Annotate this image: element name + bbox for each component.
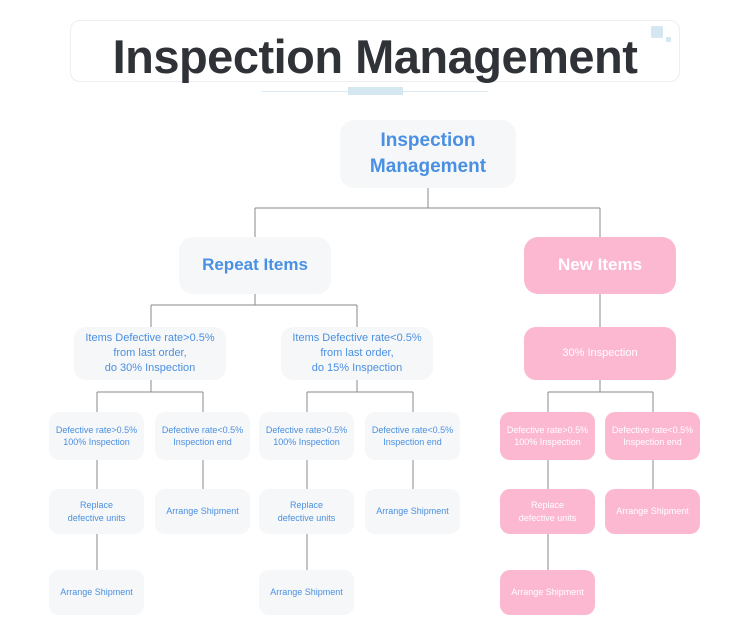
node-new-items-30-percent-inspection[interactable]: 30% Inspection (524, 327, 676, 380)
node-l4-defective-high-1[interactable]: Defective rate>0.5% 100% Inspection (49, 412, 144, 460)
node-l5-replace-defective-1[interactable]: Replace defective units (49, 489, 144, 534)
node-line-1: Defective rate<0.5% (161, 424, 244, 435)
node-l4-defective-high-new[interactable]: Defective rate>0.5% 100% Inspection (500, 412, 595, 460)
node-l6-arrange-shipment-1[interactable]: Arrange Shipment (49, 570, 144, 615)
node-repeat-items[interactable]: Repeat Items (179, 237, 331, 294)
node-label: Repeat Items (202, 255, 308, 275)
node-line-1: Replace (289, 500, 323, 511)
node-line-1: Items Defective rate<0.5% (292, 332, 422, 345)
node-line-2: 100% Inspection (514, 437, 581, 447)
node-l5-arrange-shipment-2[interactable]: Arrange Shipment (365, 489, 460, 534)
node-line-2: defective units (518, 512, 577, 523)
node-line-1: 30% Inspection (562, 347, 638, 360)
node-l4-defective-low-1[interactable]: Defective rate<0.5% Inspection end (155, 412, 250, 460)
node-line-3: do 15% Inspection (311, 361, 403, 374)
title-divider-accent (348, 87, 403, 95)
node-line-2: defective units (67, 512, 126, 523)
node-line-2: from last order, (113, 347, 187, 360)
node-line-1: Replace (530, 500, 564, 511)
node-line-2: 100% Inspection (273, 437, 340, 447)
node-label: New Items (557, 255, 643, 275)
node-l6-arrange-shipment-2[interactable]: Arrange Shipment (259, 570, 354, 615)
node-line-2: 100% Inspection (63, 437, 130, 447)
node-repeat-low-defect-rule[interactable]: Items Defective rate<0.5% from last orde… (281, 327, 433, 380)
node-line-3: do 30% Inspection (104, 361, 196, 374)
node-line-1: Items Defective rate>0.5% (85, 332, 215, 345)
node-line-2: Management (369, 156, 487, 177)
node-line-2: Inspection end (623, 437, 682, 447)
node-line-1: Arrange Shipment (616, 506, 689, 517)
node-line-1: Defective rate<0.5% (371, 424, 454, 435)
page-title: Inspection Management (112, 30, 638, 83)
node-line-2: Inspection end (383, 437, 442, 447)
node-repeat-high-defect-rule[interactable]: Items Defective rate>0.5% from last orde… (74, 327, 226, 380)
node-l6-arrange-shipment-new[interactable]: Arrange Shipment (500, 570, 595, 615)
node-inspection-management-root[interactable]: Inspection Management (340, 120, 516, 188)
node-line-1: Arrange Shipment (511, 587, 584, 598)
node-line-1: Arrange Shipment (166, 506, 239, 517)
node-line-1: Defective rate>0.5% (265, 424, 348, 435)
node-line-1: Defective rate<0.5% (611, 424, 694, 435)
node-line-1: Defective rate>0.5% (506, 424, 589, 435)
node-line-2: defective units (277, 512, 336, 523)
node-line-1: Inspection (380, 130, 476, 152)
decorative-square-small-icon (666, 37, 671, 42)
node-line-1: Arrange Shipment (60, 587, 133, 598)
node-line-1: Arrange Shipment (376, 506, 449, 517)
node-line-2: Inspection end (173, 437, 232, 447)
node-l5-replace-defective-2[interactable]: Replace defective units (259, 489, 354, 534)
decorative-square-icon (651, 26, 663, 38)
node-line-1: Replace (79, 500, 113, 511)
node-line-1: Defective rate>0.5% (55, 424, 138, 435)
node-l4-defective-low-new[interactable]: Defective rate<0.5% Inspection end (605, 412, 700, 460)
node-l5-arrange-shipment-1[interactable]: Arrange Shipment (155, 489, 250, 534)
title-card (70, 20, 680, 82)
node-l5-arrange-shipment-new[interactable]: Arrange Shipment (605, 489, 700, 534)
node-l4-defective-high-2[interactable]: Defective rate>0.5% 100% Inspection (259, 412, 354, 460)
node-line-2: from last order, (320, 347, 394, 360)
node-new-items[interactable]: New Items (524, 237, 676, 294)
node-l5-replace-defective-new[interactable]: Replace defective units (500, 489, 595, 534)
node-l4-defective-low-2[interactable]: Defective rate<0.5% Inspection end (365, 412, 460, 460)
node-line-1: Arrange Shipment (270, 587, 343, 598)
